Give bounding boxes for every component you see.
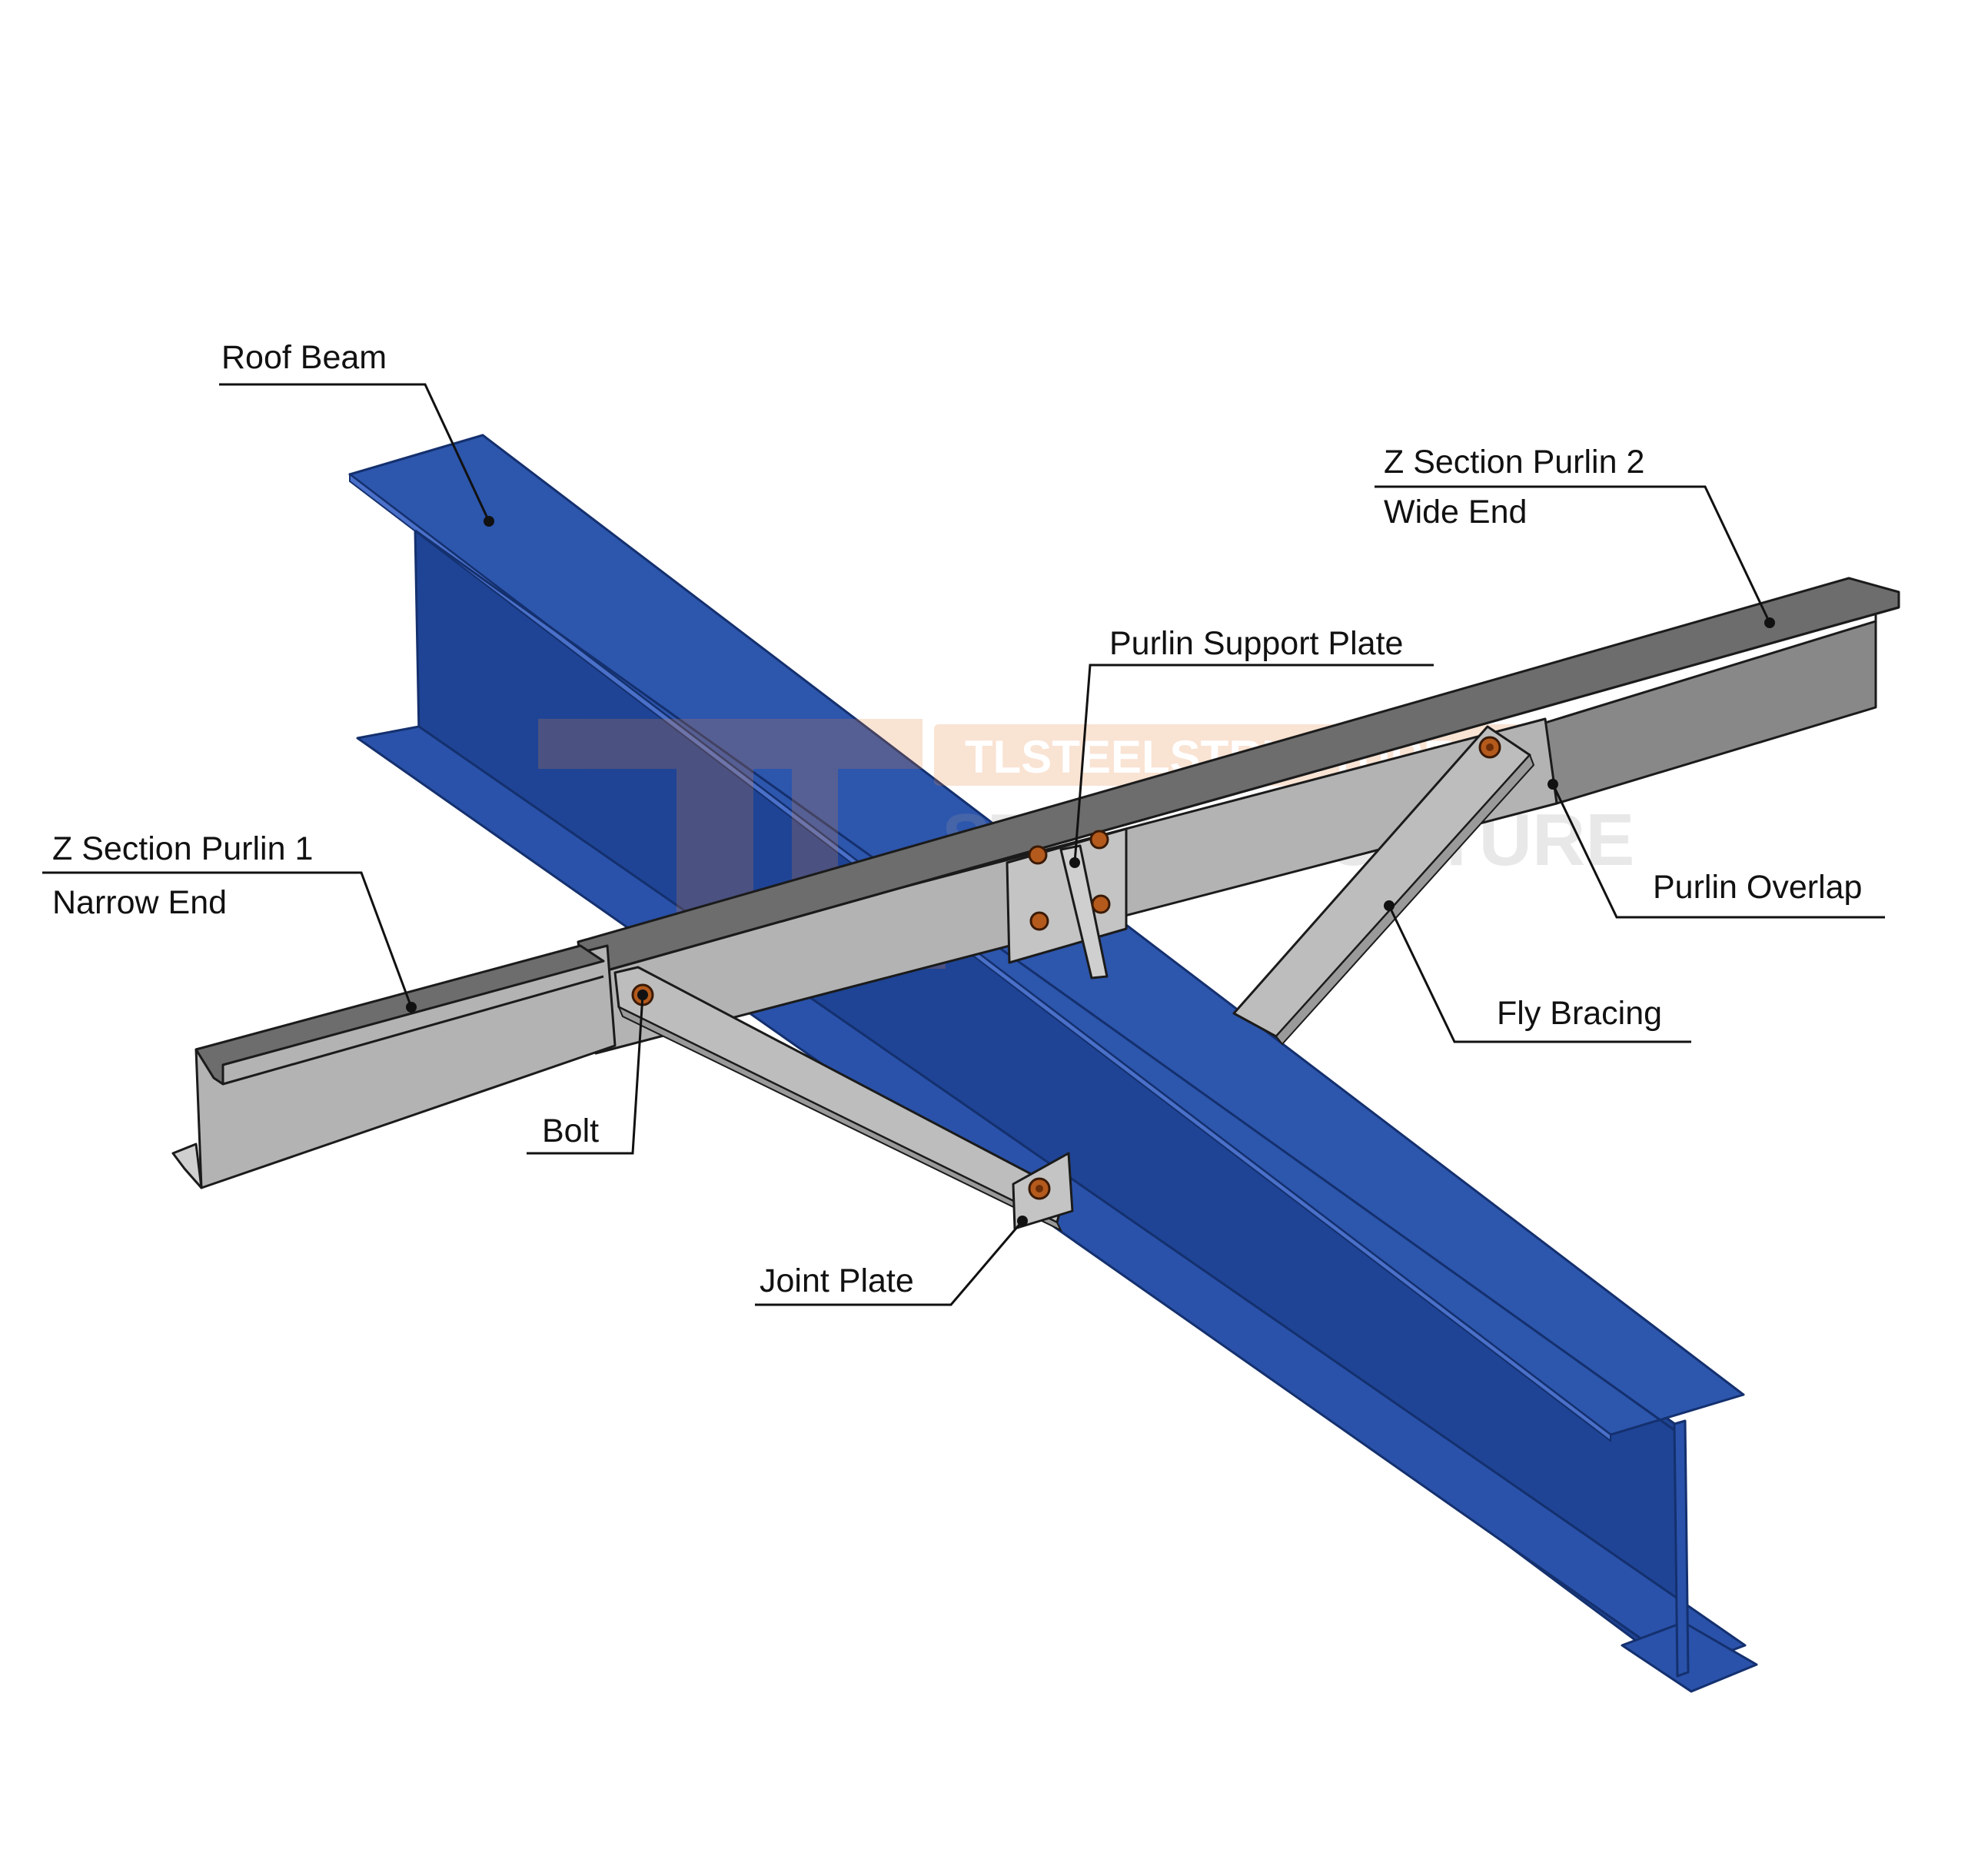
purlin-overlap-leader-dot <box>1547 779 1558 790</box>
fly-bracing-label: Fly Bracing <box>1497 995 1662 1032</box>
bolt-icon <box>1028 845 1048 865</box>
purlin1-leader-dot <box>406 1002 417 1013</box>
purlin1-leader <box>42 871 413 1008</box>
purlin-support-plate-label: Purlin Support Plate <box>1109 625 1403 662</box>
roof-beam-top-flange-edge <box>349 472 1611 1443</box>
roof-beam-web-line <box>414 529 1675 1432</box>
bolt-icon <box>1091 894 1111 914</box>
label-joint-plate: Joint Plate <box>755 1216 1028 1306</box>
bolt-leader-dot <box>637 990 648 1000</box>
purlin1-bottom-lip <box>171 1143 203 1189</box>
fly-brace-right-flange <box>1275 753 1535 1046</box>
purlin2-leader <box>1375 485 1771 624</box>
bolt-icon <box>1089 830 1109 850</box>
roof-beam-leader <box>219 383 490 522</box>
purlin2-label-line2: Wide End <box>1384 494 1527 531</box>
fly-bracing-left <box>613 966 1066 1232</box>
bolt-label: Bolt <box>542 1113 599 1149</box>
label-purlin-support-plate: Purlin Support Plate <box>1069 625 1434 868</box>
fly-bracing-leader-dot <box>1384 900 1395 911</box>
purlin-support-plate <box>1006 827 1128 980</box>
label-purlin-2: Z Section Purlin 2 Wide End <box>1375 444 1775 628</box>
joint-plate <box>1012 1152 1074 1230</box>
joint-plate-leader <box>755 1220 1024 1306</box>
roof-beam-label: Roof Beam <box>221 339 387 376</box>
label-fly-bracing: Fly Bracing <box>1384 900 1691 1043</box>
purlin2-label-line1: Z Section Purlin 2 <box>1384 444 1644 481</box>
bolt-leader <box>527 994 644 1155</box>
joint-plate-leader-dot <box>1017 1216 1028 1226</box>
bolt-icon <box>1029 911 1049 931</box>
purlin1-web <box>194 944 617 1189</box>
purlin1-label-line1: Z Section Purlin 1 <box>52 830 313 867</box>
label-bolt: Bolt <box>527 990 648 1155</box>
purlin2-flange-edge <box>607 606 1900 972</box>
joint-plate-label: Joint Plate <box>760 1262 914 1299</box>
label-roof-beam: Roof Beam <box>219 339 494 527</box>
z-section-purlin-1 <box>171 944 617 1189</box>
label-purlin-1: Z Section Purlin 1 Narrow End <box>42 830 417 1013</box>
purlin-overlap-leader <box>1551 783 1885 919</box>
purlin1-label-line2: Narrow End <box>52 884 227 921</box>
purlin1-top-flange <box>194 944 605 1086</box>
fly-brace-left-flange <box>617 1005 1063 1232</box>
support-plate-fin <box>1059 844 1109 980</box>
purlin-support-plate-leader-dot <box>1069 857 1080 868</box>
label-purlin-overlap: Purlin Overlap <box>1547 779 1885 919</box>
bolt-core-icon <box>1036 1185 1043 1192</box>
roof-beam-leader-dot <box>484 516 494 527</box>
fly-bracing-right <box>1232 725 1535 1046</box>
bolt-core-icon <box>1486 743 1494 751</box>
purlin-support-plate-leader <box>1073 664 1434 863</box>
purlin-overlap-label: Purlin Overlap <box>1653 869 1862 906</box>
purlin1-flange-edge <box>222 975 604 1086</box>
roof-beam-web-end <box>1673 1419 1690 1678</box>
fly-bracing-leader <box>1388 905 1691 1043</box>
roof-beam-bottom-flange-end <box>1621 1621 1758 1693</box>
purlin2-leader-dot <box>1764 617 1775 628</box>
